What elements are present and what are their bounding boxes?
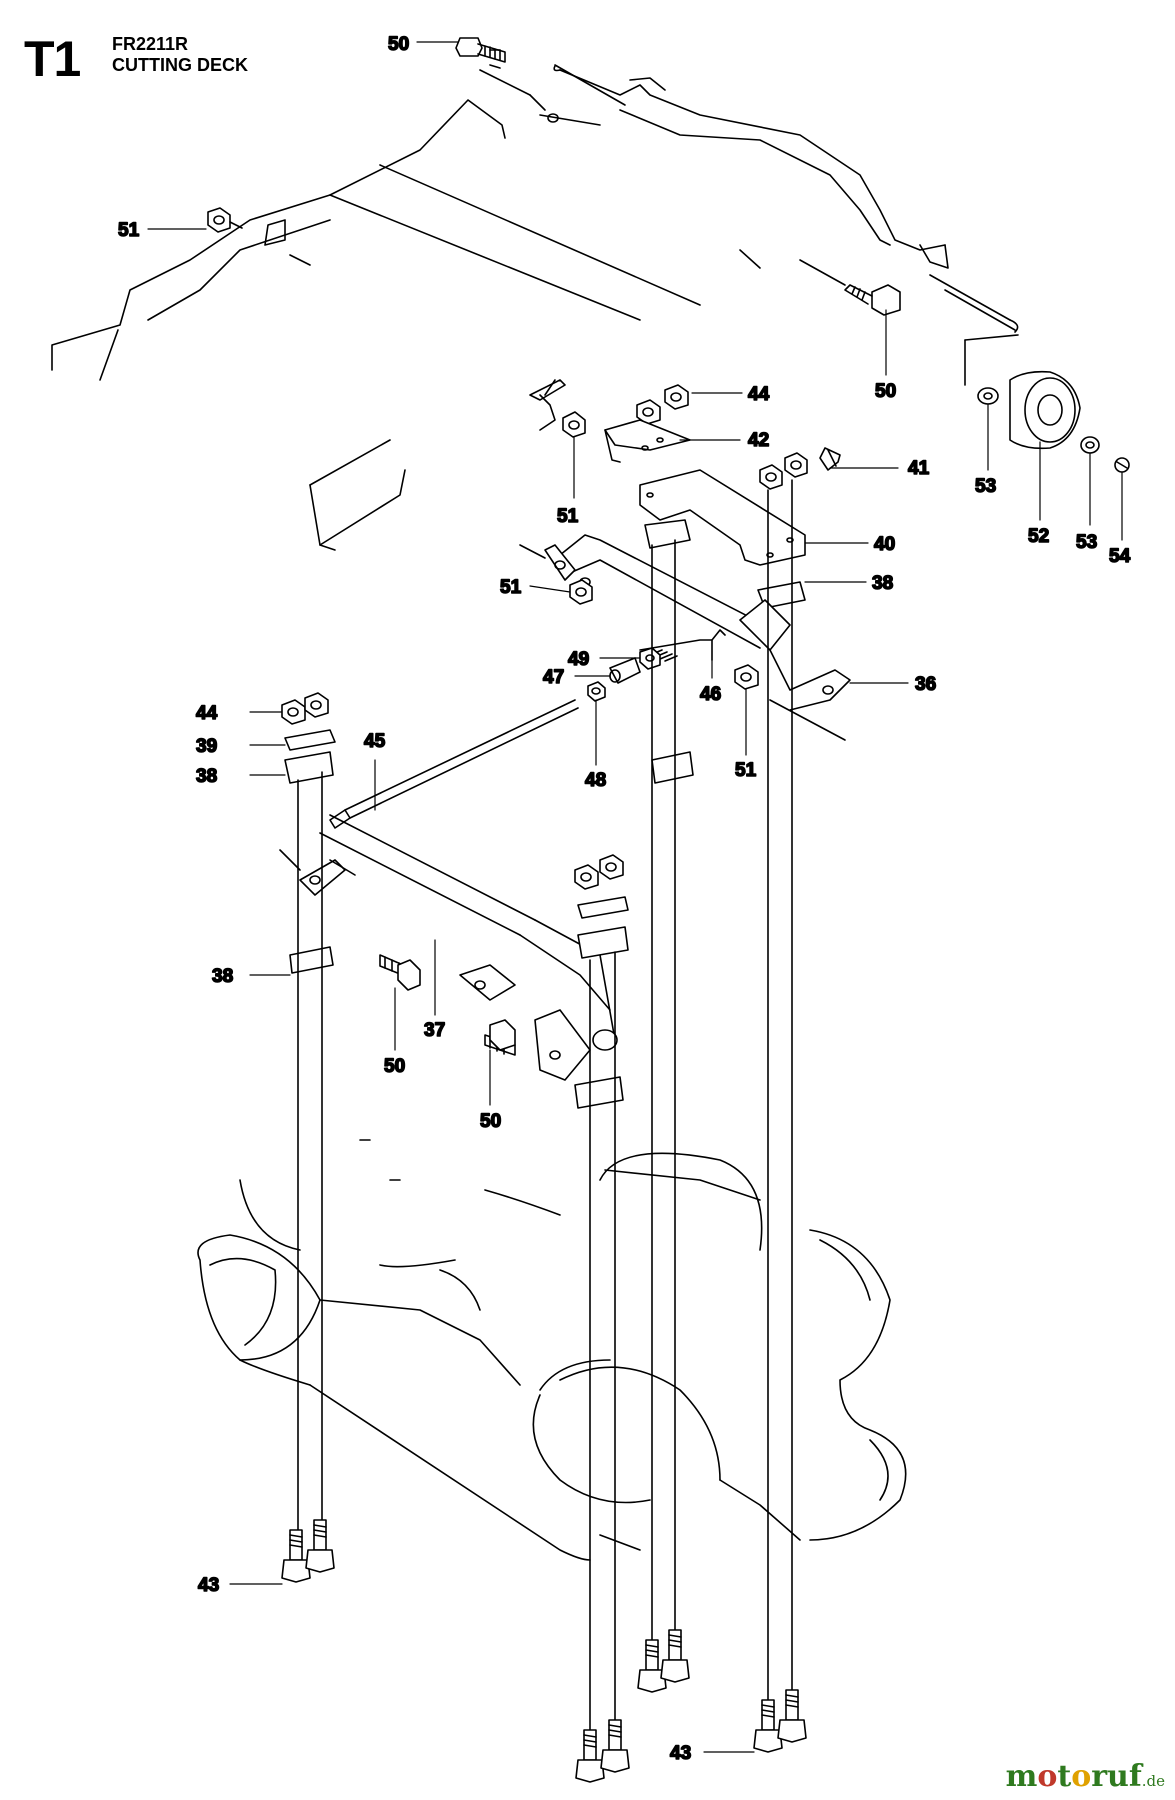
frame-outline bbox=[51, 99, 701, 551]
callout-53-right: 53 bbox=[1076, 532, 1097, 553]
upper-nuts-and-plates bbox=[604, 384, 806, 566]
callout-39: 39 bbox=[196, 736, 217, 757]
clip-41-drawing bbox=[819, 447, 841, 471]
callout-48: 48 bbox=[585, 770, 606, 791]
bolts-43-drawing bbox=[281, 1519, 807, 1783]
bolt-50-right-drawing bbox=[799, 259, 901, 316]
callout-50-lower-left: 50 bbox=[384, 1056, 405, 1077]
model-title: FR2211R CUTTING DECK bbox=[112, 34, 248, 76]
callout-47: 47 bbox=[543, 667, 564, 688]
callout-50-lower: 50 bbox=[480, 1111, 501, 1132]
callout-51-lower: 51 bbox=[735, 760, 757, 781]
callout-42: 42 bbox=[748, 430, 769, 451]
callout-41: 41 bbox=[908, 458, 930, 479]
bolts-50-lower-drawing bbox=[379, 954, 516, 1056]
callout-50-right: 50 bbox=[875, 381, 896, 402]
callout-46: 46 bbox=[700, 684, 721, 705]
callout-45: 45 bbox=[364, 731, 386, 752]
callout-40: 40 bbox=[874, 534, 895, 555]
callout-51-axle: 51 bbox=[500, 577, 522, 598]
left-hardware-drawing bbox=[281, 692, 336, 974]
nuts-right-drawing bbox=[757, 452, 808, 609]
callout-38-lower-left: 38 bbox=[212, 966, 233, 987]
leader-lines bbox=[147, 41, 1123, 1753]
callout-50-top: 50 bbox=[388, 34, 409, 55]
callout-43-right: 43 bbox=[670, 1743, 691, 1764]
nut-51-left-drawing bbox=[207, 207, 243, 233]
middle-hardware-drawing bbox=[574, 751, 694, 1109]
section-name: CUTTING DECK bbox=[112, 55, 248, 75]
bolt-50-top-drawing bbox=[455, 37, 506, 63]
nut-51-lower-drawing bbox=[734, 664, 759, 690]
callout-52: 52 bbox=[1028, 526, 1049, 547]
model-number: FR2211R bbox=[112, 34, 189, 54]
callout-44-left: 44 bbox=[196, 703, 218, 724]
callout-37: 37 bbox=[424, 1020, 445, 1041]
frame-rail bbox=[489, 49, 1019, 386]
lift-arm-36-drawing bbox=[519, 534, 851, 741]
top-shaft bbox=[479, 69, 559, 123]
vertical-rods bbox=[297, 479, 793, 1731]
cutting-deck-shell bbox=[197, 1139, 907, 1561]
callout-54: 54 bbox=[1109, 546, 1131, 567]
callout-43-left: 43 bbox=[198, 1575, 219, 1596]
callout-53-left: 53 bbox=[975, 476, 996, 497]
callout-51-mid: 51 bbox=[557, 506, 579, 527]
callout-51-left: 51 bbox=[118, 220, 140, 241]
roller-assembly-drawing bbox=[977, 370, 1130, 473]
callout-44-upper: 44 bbox=[748, 384, 770, 405]
callout-36: 36 bbox=[915, 674, 936, 695]
callout-labels: 50 51 50 44 42 41 51 40 38 51 49 47 46 3… bbox=[117, 33, 1131, 1765]
bracket-51-mid bbox=[529, 379, 586, 438]
callout-38-left: 38 bbox=[196, 766, 217, 787]
rod-45-drawing bbox=[329, 699, 579, 829]
callout-49: 49 bbox=[568, 649, 589, 670]
callout-38-upper-right: 38 bbox=[872, 573, 893, 594]
section-code: T1 bbox=[24, 31, 81, 87]
watermark-logo: motoruf.de bbox=[1005, 1759, 1165, 1794]
sleeve-assembly-drawing bbox=[587, 647, 661, 702]
